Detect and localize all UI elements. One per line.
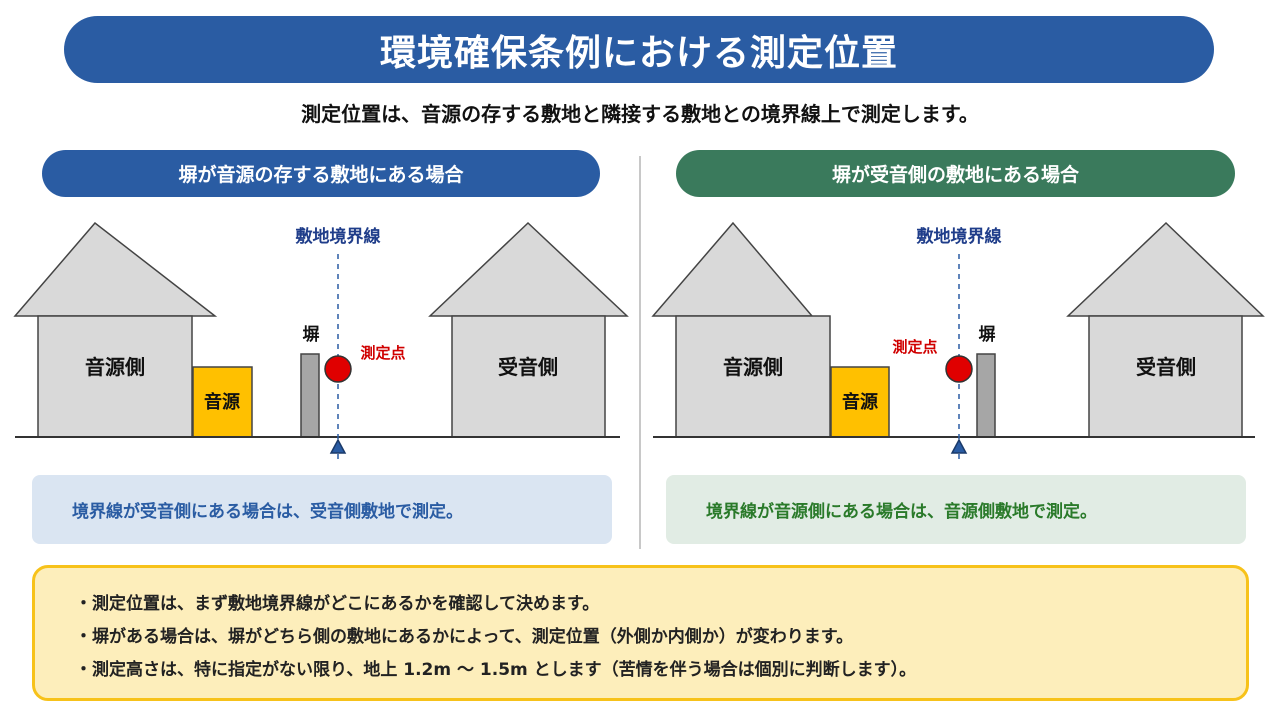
receiver-house-body xyxy=(1088,315,1243,438)
source-house-roof xyxy=(651,221,814,317)
right-note: 境界線が音源側にある場合は、音源側敷地で測定。 xyxy=(666,475,1246,544)
boundary-label: 敷地境界線 xyxy=(917,226,1002,247)
receiver-house-body xyxy=(451,315,606,438)
boundary-marker-icon xyxy=(329,438,347,454)
boundary-label: 敷地境界線 xyxy=(296,226,381,247)
summary-box: ・測定位置は、まず敷地境界線がどこにあるかを確認して決めます。 ・塀がある場合は… xyxy=(32,565,1249,701)
panel-divider xyxy=(639,156,641,549)
right-diagram xyxy=(651,221,1265,462)
page-title: 環境確保条例における測定位置 xyxy=(64,16,1214,83)
source-house-body xyxy=(37,315,193,438)
source-house-label: 音源側 xyxy=(723,355,783,379)
wall xyxy=(300,353,320,438)
sound-source-label: 音源 xyxy=(842,391,878,413)
measurement-point xyxy=(324,355,352,383)
summary-bullet: ・測定高さは、特に指定がない限り、地上 1.2m ～ 1.5m とします（苦情を… xyxy=(75,660,917,680)
receiver-house-roof xyxy=(428,221,629,317)
summary-bullet: ・測定位置は、まず敷地境界線がどこにあるかを確認して決めます。 xyxy=(75,594,600,614)
left-diagram xyxy=(13,221,629,462)
receiver-house-roof xyxy=(1066,221,1265,317)
receiver-house-label: 受音側 xyxy=(1136,355,1196,379)
wall xyxy=(976,353,996,438)
right-panel-heading: 塀が受音側の敷地にある場合 xyxy=(676,150,1235,197)
point-label: 測定点 xyxy=(360,344,405,362)
source-house-body xyxy=(675,315,831,438)
receiver-house-label: 受音側 xyxy=(498,355,558,379)
source-house-label: 音源側 xyxy=(85,355,145,379)
wall-label: 塀 xyxy=(303,325,320,345)
wall-label: 塀 xyxy=(979,325,996,345)
sound-source-label: 音源 xyxy=(204,391,240,413)
left-note: 境界線が受音側にある場合は、受音側敷地で測定。 xyxy=(32,475,612,544)
point-label: 測定点 xyxy=(892,338,937,356)
measurement-point xyxy=(945,355,973,383)
sound-source-box xyxy=(830,366,890,438)
sound-source-box xyxy=(192,366,253,438)
summary-bullet: ・塀がある場合は、塀がどちら側の敷地にあるかによって、測定位置（外側か内側か）が… xyxy=(75,627,854,647)
left-panel-heading: 塀が音源の存する敷地にある場合 xyxy=(42,150,600,197)
boundary-marker-icon xyxy=(950,438,968,454)
source-house-roof xyxy=(13,221,218,317)
subtitle: 測定位置は、音源の存する敷地と隣接する敷地との境界線上で測定します。 xyxy=(301,102,979,126)
